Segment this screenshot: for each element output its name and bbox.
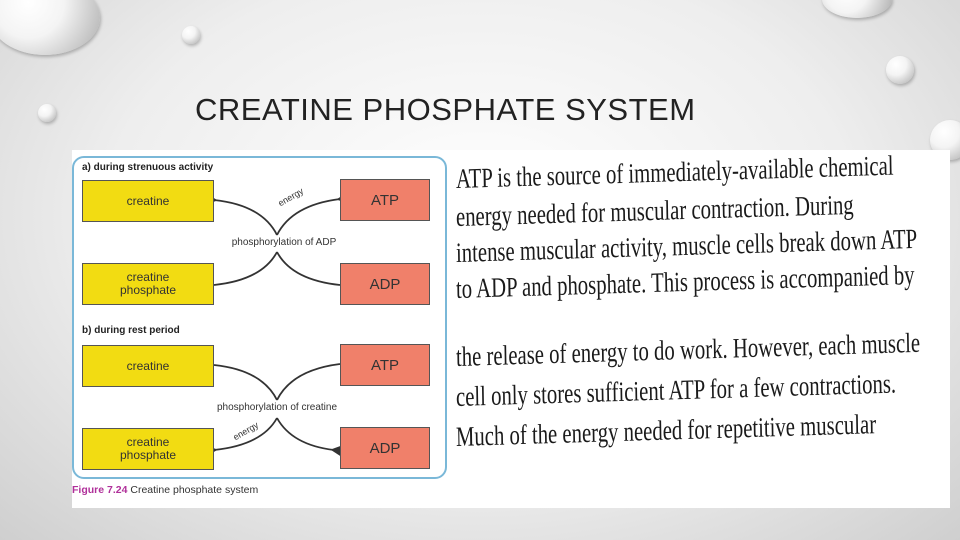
adp-box: ADP [340, 427, 430, 469]
arrow [213, 364, 278, 401]
arrow [213, 251, 278, 286]
figure-caption-text: Creatine phosphate system [130, 484, 259, 496]
text-line: Much of the energy needed for repetitive… [455, 409, 877, 453]
arrow [276, 417, 346, 459]
creatine-phosphate-box: creatine phosphate [82, 263, 214, 305]
arrow [276, 190, 352, 236]
arrow [276, 363, 341, 401]
arrow [276, 251, 341, 286]
scanned-text-block: ATP is the source of immediately-availab… [452, 150, 950, 508]
process-label: phosphorylation of creatine [216, 402, 338, 413]
diagram-frame [72, 156, 447, 479]
water-drop [182, 26, 200, 44]
creatine-phosphate-diagram: a) during strenuous activity creatine AT… [72, 150, 452, 508]
process-label: phosphorylation of ADP [231, 237, 337, 248]
figure-caption: Figure 7.24 Creatine phosphate system [72, 484, 258, 496]
text-line: the release of energy to do work. Howeve… [455, 327, 921, 373]
creatine-phosphate-box: creatine phosphate [82, 428, 214, 470]
section-a-label: a) during strenuous activity [82, 162, 214, 173]
water-drop [0, 0, 100, 55]
atp-box: ATP [340, 344, 430, 386]
adp-box: ADP [340, 263, 430, 305]
diagram-arrows [202, 190, 352, 459]
water-drop [38, 104, 56, 122]
arrow [202, 191, 278, 236]
slide-title: CREATINE PHOSPHATE SYSTEM [195, 92, 696, 127]
arrow [202, 417, 278, 459]
figure-number: Figure 7.24 [72, 484, 128, 496]
creatine-box: creatine [82, 345, 214, 387]
text-line: cell only stores sufficient ATP for a fe… [455, 368, 897, 413]
creatine-box: creatine [82, 180, 214, 222]
water-drop [822, 0, 892, 18]
water-drop [886, 56, 914, 84]
atp-box: ATP [340, 179, 430, 221]
section-b-label: b) during rest period [82, 325, 180, 336]
text-line: ATP is the source of immediately-availab… [455, 150, 894, 195]
